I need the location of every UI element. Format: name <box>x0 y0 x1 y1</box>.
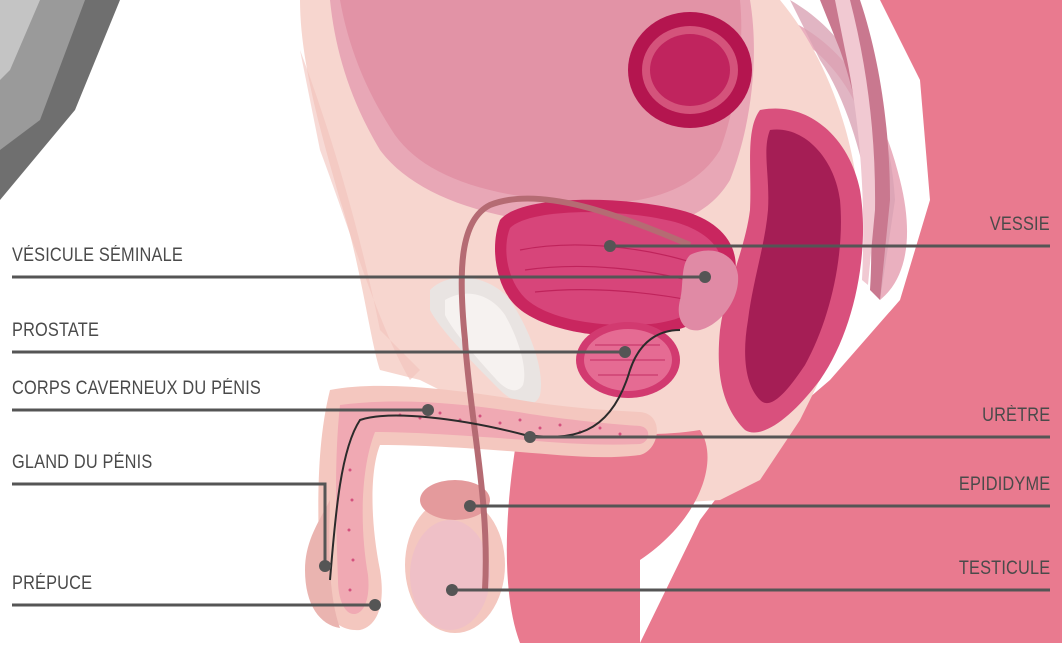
label-vessie: VESSIE <box>990 214 1050 236</box>
dot-epididyme <box>464 500 476 512</box>
dot-testicule <box>446 584 458 596</box>
dot-gland <box>319 560 331 572</box>
label-uretre: URÈTRE <box>982 405 1050 427</box>
dot-corps <box>422 404 434 416</box>
label-prepuce: PRÉPUCE <box>12 573 92 595</box>
dot-vessie <box>604 240 616 252</box>
leader-gland <box>12 484 325 566</box>
label-vesicule-seminale: VÉSICULE SÉMINALE <box>12 245 183 267</box>
label-gland-du-penis: GLAND DU PÉNIS <box>12 452 152 474</box>
label-epididyme: EPIDIDYME <box>959 474 1050 496</box>
label-corps-caverneux: CORPS CAVERNEUX DU PÉNIS <box>12 378 261 400</box>
dot-prostate <box>619 346 631 358</box>
dot-uretre <box>524 431 536 443</box>
dot-vesicule <box>699 271 711 283</box>
prostate <box>576 322 680 398</box>
label-prostate: PROSTATE <box>12 320 99 342</box>
testicle <box>405 480 505 633</box>
label-testicule: TESTICULE <box>959 558 1050 580</box>
dot-prepuce <box>369 599 381 611</box>
intestine-loop <box>628 12 752 128</box>
photo-corner <box>0 0 120 200</box>
